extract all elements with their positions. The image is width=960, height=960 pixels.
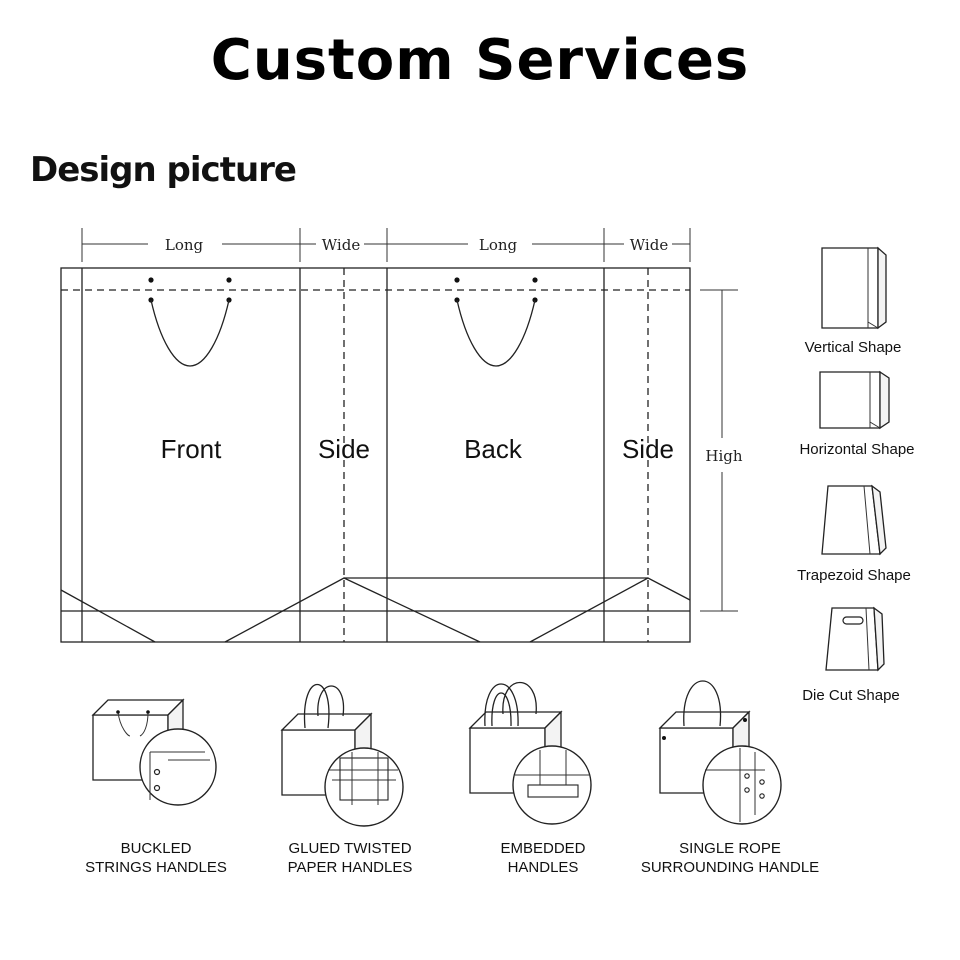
handle-label-buckled-line1: BUCKLED bbox=[121, 840, 192, 857]
shape-label-trapezoid: Trapezoid Shape bbox=[797, 567, 911, 584]
handle-label-embedded-line2: HANDLES bbox=[508, 859, 579, 876]
shape-label-vertical: Vertical Shape bbox=[805, 339, 902, 356]
handle-label-buckled-line2: STRINGS HANDLES bbox=[85, 859, 227, 876]
dimension-long-1: Long bbox=[165, 236, 204, 254]
trapezoid-bag-icon bbox=[821, 484, 887, 556]
panel-side-label-2: Side bbox=[622, 434, 674, 464]
panel-front-label: Front bbox=[161, 434, 222, 464]
dimension-high: High bbox=[705, 447, 742, 465]
handle-label-single-rope-line2: SURROUNDING HANDLE bbox=[641, 859, 819, 876]
panel-back-label: Back bbox=[464, 434, 523, 464]
bag-dieline bbox=[60, 267, 691, 643]
page-title: Custom Services bbox=[210, 28, 750, 93]
handle-label-single-rope-line1: SINGLE ROPE bbox=[679, 840, 781, 857]
horizontal-bag-icon bbox=[819, 370, 890, 430]
glued-twisted-bag-icon bbox=[280, 684, 404, 827]
dimension-wide-2: Wide bbox=[630, 236, 669, 254]
front-rope-handle-icon bbox=[148, 277, 232, 367]
handle-label-glued-line1: GLUED TWISTED bbox=[288, 840, 411, 857]
shape-label-horizontal: Horizontal Shape bbox=[799, 441, 914, 458]
back-rope-handle-icon bbox=[454, 277, 538, 367]
single-rope-bag-icon bbox=[658, 680, 782, 825]
buckled-strings-bag-icon bbox=[91, 698, 217, 806]
height-dimension-line: High bbox=[700, 289, 743, 612]
handle-label-embedded-line1: EMBEDDED bbox=[500, 840, 585, 857]
dimension-wide-1: Wide bbox=[322, 236, 361, 254]
embedded-handles-bag-icon bbox=[468, 681, 592, 825]
dimension-long-2: Long bbox=[479, 236, 518, 254]
panel-side-label-1: Side bbox=[318, 434, 370, 464]
top-dimension-line: Long Wide Long Wide bbox=[81, 228, 691, 262]
section-subtitle: Design picture bbox=[30, 150, 297, 190]
handle-label-glued-line2: PAPER HANDLES bbox=[288, 859, 413, 876]
shape-label-die-cut: Die Cut Shape bbox=[802, 687, 900, 704]
die-cut-bag-icon bbox=[825, 606, 885, 672]
vertical-bag-icon bbox=[821, 246, 887, 330]
